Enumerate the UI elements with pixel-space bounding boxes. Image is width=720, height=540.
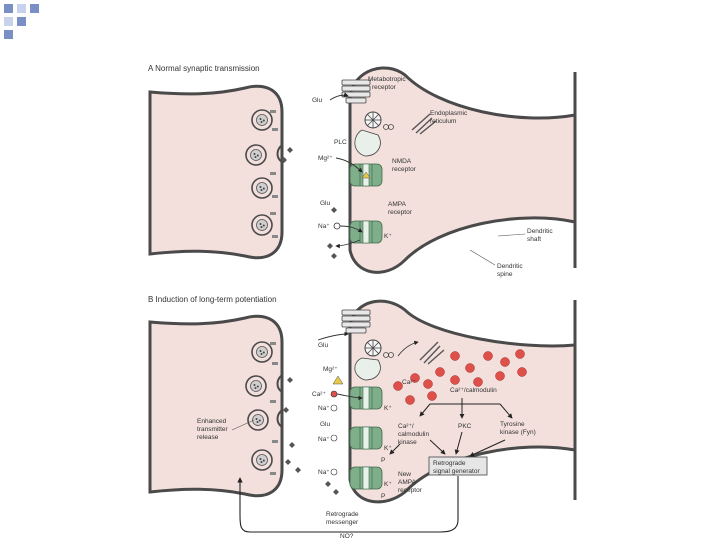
corner-square: [30, 4, 39, 13]
vesicle: [251, 341, 273, 363]
glutamate: [325, 481, 331, 487]
panel-a: A Normal synaptic transmission Glu Metab…: [148, 64, 577, 278]
label-na-2: Na⁺: [318, 436, 330, 443]
label-mg: Mg²⁺: [318, 155, 333, 162]
er-icon: [411, 113, 437, 135]
panel-b-title: B Induction of long-term potentiation: [148, 295, 277, 304]
glutamate: [295, 467, 301, 473]
plc-enzyme: [354, 129, 381, 157]
glutamate: [283, 407, 289, 413]
label-glu: Glu: [312, 97, 323, 104]
g-protein-wheel: [364, 339, 382, 357]
label-glu-2: Glu: [320, 200, 331, 207]
label-ca-in: Ca²⁺: [312, 391, 326, 398]
corner-square: [17, 4, 26, 13]
glutamate: [333, 489, 339, 495]
vesicle: [251, 214, 273, 236]
label-na-3: Na⁺: [318, 469, 330, 476]
corner-square: [4, 17, 13, 26]
presynaptic-terminal-a: [148, 84, 284, 260]
postsynaptic-spine-a: [348, 66, 577, 274]
label-ca-calmodulin: Ca²⁺/calmodulin: [450, 387, 497, 394]
label-na-1: Na⁺: [318, 405, 330, 412]
panel-a-title: A Normal synaptic transmission: [148, 64, 260, 73]
retrograde-generator-box: [428, 456, 488, 476]
corner-square: [4, 4, 13, 13]
retrograde-path: [237, 476, 459, 533]
vesicle: [251, 449, 273, 471]
label-k-3: K⁺: [384, 481, 392, 488]
label-k-2: K⁺: [384, 445, 392, 452]
label-k-1: K⁺: [384, 405, 392, 412]
er-icon: [419, 341, 445, 365]
label-mg-b: Mg²⁺: [323, 366, 338, 373]
glutamate: [331, 253, 337, 259]
vesicle: [251, 177, 273, 199]
glutamate: [331, 207, 337, 213]
corner-square: [17, 17, 26, 26]
ampa-receptor-b: [349, 426, 383, 450]
panel-b: B Induction of long-term potentiation En…: [148, 295, 577, 540]
glutamate: [289, 442, 295, 448]
label-p-1: P: [381, 457, 385, 464]
new-ampa-receptor: [349, 466, 383, 490]
label-no: NO?: [340, 533, 354, 540]
label-glu-b: Glu: [318, 342, 329, 349]
corner-square: [4, 30, 13, 39]
label-pkc: PKC: [458, 423, 472, 430]
label-p-2: P: [381, 493, 385, 500]
vesicle: [247, 409, 269, 431]
glutamate: [285, 459, 291, 465]
corner-decoration: [0, 0, 60, 40]
glutamate: [287, 147, 293, 153]
nmda-receptor-b: [349, 386, 383, 410]
label-na: Na⁺: [318, 223, 330, 230]
glutamate: [327, 243, 333, 249]
ampa-receptor: [349, 220, 383, 244]
vesicle: [245, 144, 267, 166]
label-ca-out: Ca²⁺: [402, 379, 416, 386]
vesicle: [251, 109, 273, 131]
label-k: K⁺: [384, 233, 392, 240]
label-glu-b2: Glu: [320, 421, 331, 428]
vesicle: [245, 375, 267, 397]
label-plc: PLC: [334, 139, 347, 146]
g-protein-wheel: [364, 111, 382, 129]
glutamate: [287, 377, 293, 383]
presynaptic-terminal-b: [148, 314, 284, 498]
calcium-cloud: [393, 349, 527, 405]
